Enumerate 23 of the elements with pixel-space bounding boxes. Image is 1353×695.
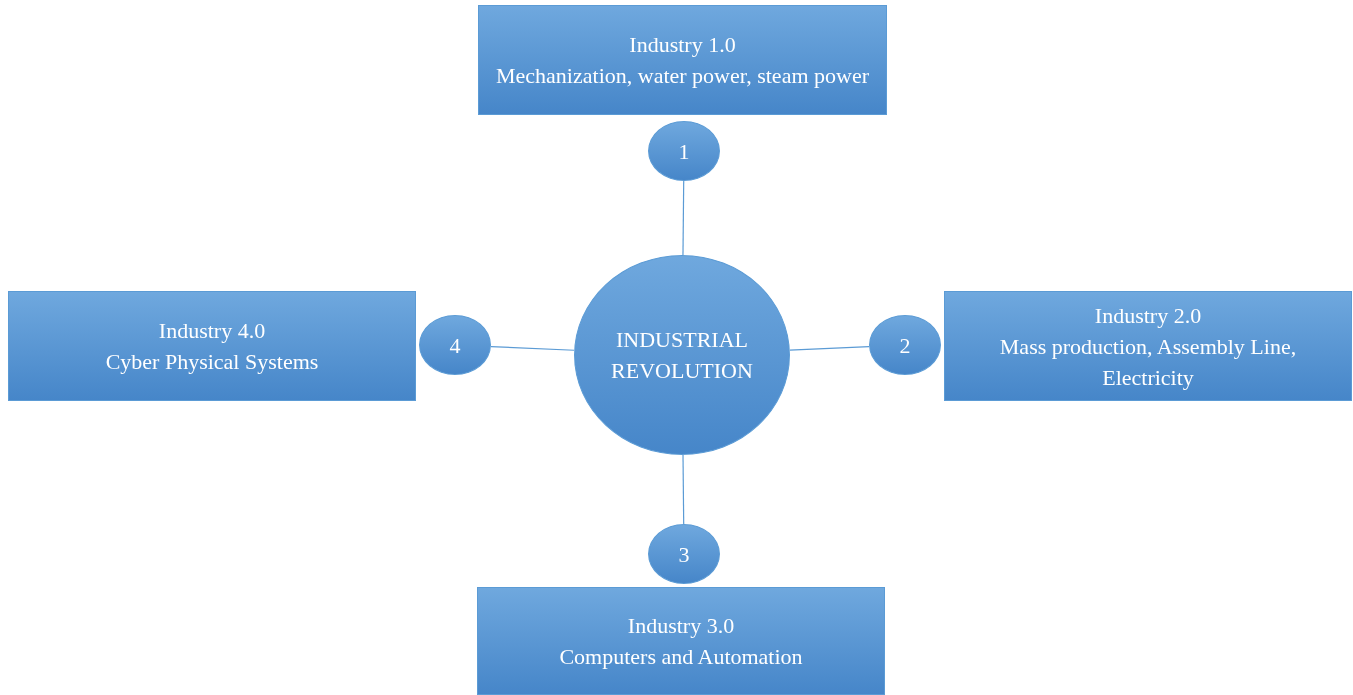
stage-box (478, 5, 887, 115)
stage-title: Industry 2.0 (1093, 301, 1203, 330)
stage-number: 4 (448, 331, 462, 360)
connector-line (682, 454, 685, 525)
stage-number: 2 (898, 331, 912, 360)
connector-line (789, 346, 870, 351)
number-ellipse (869, 315, 941, 375)
stage-box (944, 291, 1352, 401)
stage-description: Cyber Physical Systems (104, 348, 320, 376)
stage-box (477, 587, 885, 695)
stage-title: Industry 1.0 (628, 31, 737, 59)
connector-line (682, 180, 685, 256)
stage-description: Computers and Automation (558, 643, 804, 671)
stage-title: Industry 4.0 (157, 317, 267, 345)
connector-line (490, 345, 575, 351)
center-label: INDUSTRIAL REVOLUTION (610, 326, 754, 385)
stage-title: Industry 3.0 (626, 612, 736, 640)
number-ellipse (419, 315, 491, 375)
stage-number: 1 (677, 137, 691, 166)
stage-description: Mechanization, water power, steam power (495, 62, 870, 90)
stage-box (8, 291, 416, 401)
stage-description: Mass production, Assembly Line, Electricity (998, 332, 1298, 392)
stage-number: 3 (677, 540, 691, 569)
